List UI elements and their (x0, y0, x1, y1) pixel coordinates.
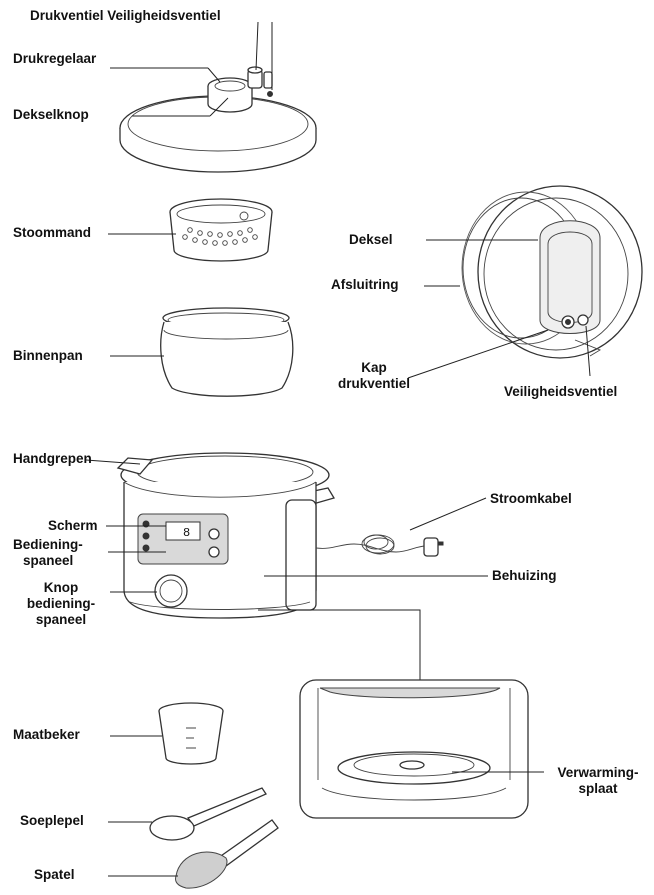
label-verwarmingsplaat: Verwarming- splaat (548, 765, 648, 797)
label-deksel: Deksel (349, 232, 393, 247)
label-verwarmingsplaat-line-2: splaat (578, 781, 618, 796)
label-kap-drukventiel: Kap drukventiel (336, 360, 412, 392)
label-stroomkabel: Stroomkabel (490, 491, 572, 506)
label-knop-bedieningspaneel: Knop bediening- spaneel (16, 580, 106, 628)
label-drukregelaar: Drukregelaar (13, 51, 97, 66)
label-binnenpan: Binnenpan (13, 348, 83, 363)
label-knop-bedieningspaneel-line-2: bediening- (26, 596, 96, 611)
label-maatbeker: Maatbeker (13, 727, 80, 742)
soup-ladle-drawing (149, 787, 267, 841)
steam-basket-drawing (169, 198, 273, 262)
label-bedieningspaneel: Bediening- spaneel (13, 537, 83, 569)
label-scherm: Scherm (48, 518, 98, 533)
cooker-body-drawing (116, 452, 335, 619)
label-drukventiel-veiligheidsventiel: Drukventiel Veiligheidsventiel (30, 8, 221, 23)
power-cable-drawing (315, 534, 444, 557)
label-bedieningspaneel-line-1: Bediening- (13, 537, 83, 552)
lid-side-drawing (461, 185, 643, 359)
label-kap-drukventiel-line-1: Kap (361, 360, 387, 375)
label-verwarmingsplaat-line-1: Verwarming- (557, 765, 639, 780)
label-veiligheidsventiel: Veiligheidsventiel (504, 384, 618, 399)
label-knop-bedieningspaneel-line-1: Knop (43, 580, 79, 595)
leader-lines (85, 21, 591, 877)
label-soeplepel: Soeplepel (20, 813, 84, 828)
lid-assembly-drawing (119, 66, 317, 173)
label-knop-bedieningspaneel-line-3: spaneel (35, 612, 87, 627)
label-stoommand: Stoommand (13, 225, 92, 240)
measuring-cup-drawing (158, 702, 224, 765)
label-bedieningspaneel-line-2: spaneel (23, 553, 74, 568)
label-dekselknop: Dekselknop (13, 107, 89, 122)
label-spatel: Spatel (34, 867, 75, 882)
label-behuizing: Behuizing (492, 568, 557, 583)
inner-pot-drawing (160, 307, 294, 397)
heating-plate-drawing (258, 609, 529, 819)
label-handgrepen: Handgrepen (13, 451, 92, 466)
label-kap-drukventiel-line-2: drukventiel (337, 376, 411, 391)
spatula-drawing (175, 819, 279, 889)
label-afsluitring: Afsluitring (331, 277, 399, 292)
display-symbol: 8 (183, 526, 190, 540)
